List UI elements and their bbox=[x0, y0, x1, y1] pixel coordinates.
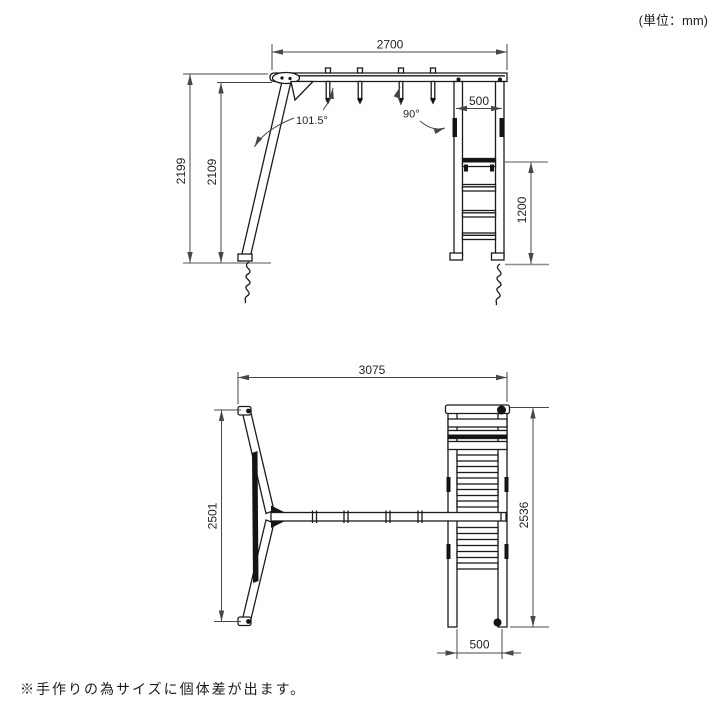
dim-ladder-depth-value: 2536 bbox=[517, 501, 531, 528]
swing-hook-bolt bbox=[429, 67, 437, 105]
dim-ladder-width-plan-value: 500 bbox=[469, 638, 489, 652]
unit-note: (単位：mm) bbox=[639, 13, 708, 28]
plan-aframe bbox=[237, 405, 275, 627]
dim-total-length: 3075 bbox=[237, 363, 508, 404]
handmade-footnote: ※手作りの為サイズに個体差が出ます。 bbox=[20, 681, 306, 697]
anchor-dot bbox=[246, 619, 251, 624]
dim-rung-span-value: 1200 bbox=[515, 196, 529, 223]
plan-lower-rungs bbox=[456, 526, 499, 570]
dim-clear-height-value: 2109 bbox=[205, 158, 219, 185]
dim-ladder-width-front: 500 bbox=[456, 94, 502, 112]
ladder-rung bbox=[461, 209, 497, 218]
screw-anchor-left bbox=[244, 261, 251, 304]
anchor-dot bbox=[493, 618, 502, 627]
dim-beam-length-value: 2700 bbox=[377, 38, 404, 52]
dim-ladder-width-plan: 500 bbox=[437, 629, 521, 659]
plan-upper-rungs bbox=[456, 454, 499, 508]
front-top-beam bbox=[269, 72, 508, 83]
beam-hook-marks bbox=[311, 510, 423, 523]
leg-bracket bbox=[271, 71, 315, 102]
anchor-dot bbox=[497, 405, 506, 415]
angle-post: 90° bbox=[393, 86, 446, 135]
plan-view: 3075 2501 2536 500 bbox=[206, 363, 549, 659]
dim-clear-height: 2109 bbox=[205, 82, 272, 263]
anchor-dot bbox=[246, 408, 251, 414]
screw-anchor-right bbox=[495, 263, 502, 306]
dim-ladder-width-front-value: 500 bbox=[469, 94, 489, 108]
ladder-rung-top bbox=[461, 157, 497, 172]
aframe-cross-brace bbox=[252, 451, 259, 583]
dim-ladder-depth: 2536 bbox=[510, 407, 549, 628]
angle-leg-value: 101.5° bbox=[296, 115, 328, 127]
front-view: 2700 2199 2109 500 1200 101.5° bbox=[174, 38, 549, 306]
swing-hook-bolt bbox=[356, 67, 364, 105]
dim-total-height: 2199 bbox=[174, 73, 268, 263]
dim-total-length-value: 3075 bbox=[359, 363, 386, 377]
front-left-leg bbox=[237, 80, 292, 262]
dim-beam-length: 2700 bbox=[271, 38, 508, 70]
angle-leg: 101.5° bbox=[254, 87, 334, 148]
dim-frame-depth-value: 2501 bbox=[206, 502, 220, 529]
angle-post-value: 90° bbox=[403, 109, 420, 121]
plan-beam bbox=[270, 505, 507, 528]
ladder-rung bbox=[461, 183, 497, 192]
dim-frame-depth: 2501 bbox=[206, 409, 241, 622]
swing-hook-bolts bbox=[324, 67, 437, 105]
dim-total-height-value: 2199 bbox=[174, 157, 188, 184]
dim-rung-span: 1200 bbox=[515, 162, 534, 264]
ladder-rung bbox=[461, 232, 497, 241]
front-ladder bbox=[449, 77, 505, 261]
